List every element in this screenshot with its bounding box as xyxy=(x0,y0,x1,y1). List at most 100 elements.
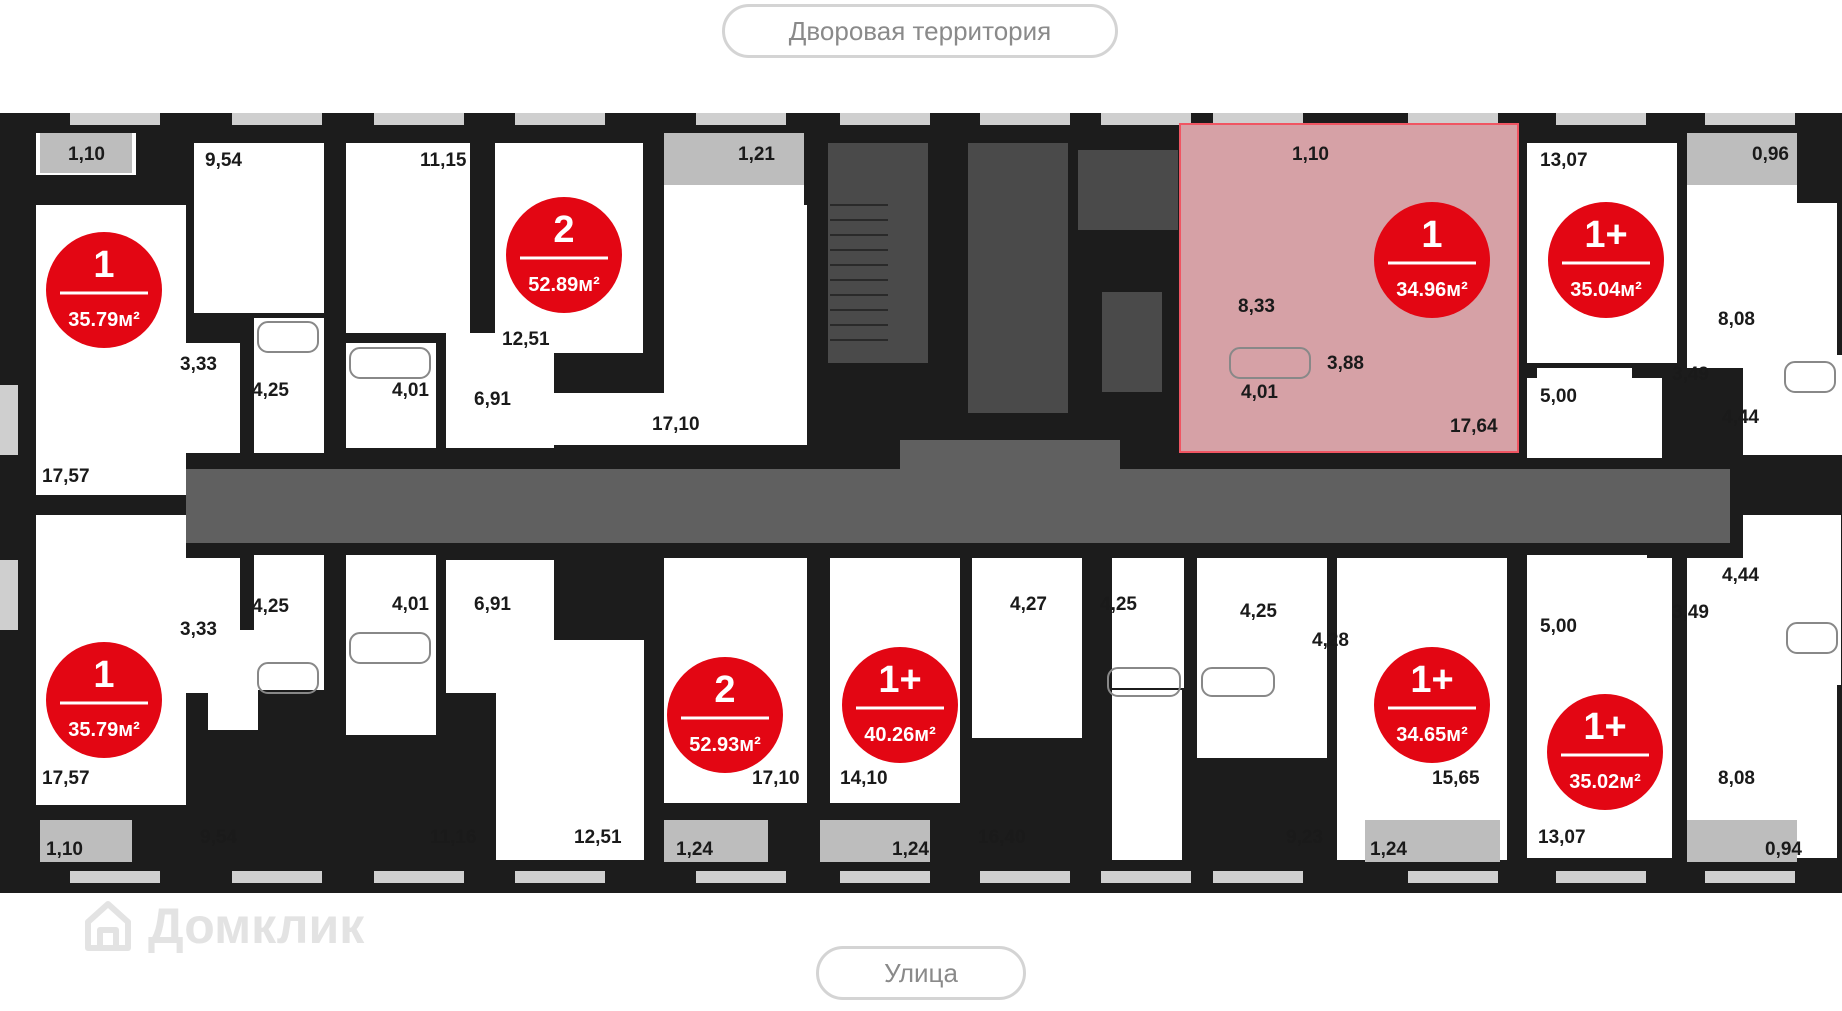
room-area-label: 17,64 xyxy=(1450,416,1498,437)
room-area-label: 4,25 xyxy=(252,380,289,401)
apartment-badge: 2 52.89м² xyxy=(506,197,622,313)
room-area-label: 4,27 xyxy=(1010,594,1047,615)
window-bottom-4 xyxy=(696,871,786,883)
room-area-label: 1,10 xyxy=(1292,144,1329,165)
room-area-label: 1,24 xyxy=(892,839,929,860)
room-area-label: 12,51 xyxy=(502,329,550,350)
bathtub-5 xyxy=(349,632,431,664)
badge-circle xyxy=(506,197,622,313)
room-area-label: 3,88 xyxy=(1327,353,1364,374)
badge-area: 35.79м² xyxy=(68,309,140,331)
room-29 xyxy=(1197,558,1327,758)
room-area-label: 11,16 xyxy=(430,827,477,848)
room-area-label: 4,01 xyxy=(392,380,429,401)
window-top-4 xyxy=(696,113,786,125)
room-area-label: 5,00 xyxy=(1540,616,1577,637)
window-top-3 xyxy=(515,113,605,125)
room-23 xyxy=(496,640,644,860)
room-area-label: 4,01 xyxy=(392,594,429,615)
room-area-label: 3,33 xyxy=(180,619,217,640)
badge-rooms: 1 xyxy=(1421,214,1442,256)
room-area-label: 9,23 xyxy=(1286,827,1323,848)
stairwell xyxy=(828,143,928,363)
corridor-lobby xyxy=(900,440,1120,472)
room-area-label: 4,44 xyxy=(1722,407,1759,428)
balcony-0 xyxy=(40,133,132,173)
badge-circle xyxy=(1547,694,1663,810)
room-8 xyxy=(254,318,324,453)
room-area-label: 13,07 xyxy=(1538,827,1586,848)
badge-circle xyxy=(1374,202,1490,318)
room-area-label: 1,10 xyxy=(46,839,83,860)
room-14 xyxy=(1687,203,1837,368)
badge-area: 52.89м² xyxy=(528,274,600,296)
window-bottom-5 xyxy=(840,871,930,883)
room-area-label: 12,51 xyxy=(574,827,622,848)
apartment-badge: 1 35.79м² xyxy=(46,642,162,758)
bathtub-3 xyxy=(1784,361,1836,393)
room-34 xyxy=(1527,555,1647,645)
window-top-10 xyxy=(1556,113,1646,125)
balcony-4 xyxy=(664,820,768,862)
room-area-label: 5,00 xyxy=(1540,386,1577,407)
corridor xyxy=(186,469,1730,543)
room-area-label: 14,10 xyxy=(840,768,888,789)
room-area-label: 4,25 xyxy=(1100,594,1137,615)
badge-circle xyxy=(842,647,958,763)
bathtub-0 xyxy=(257,321,319,353)
apartment-badge: 1+ 34.65м² xyxy=(1374,647,1490,763)
bathtub-8 xyxy=(1786,622,1838,654)
badge-circle xyxy=(46,642,162,758)
window-top-9 xyxy=(1408,113,1498,125)
window-top-2 xyxy=(374,113,464,125)
watermark-text: Домклик xyxy=(148,898,365,954)
room-11 xyxy=(532,393,807,445)
badge-area: 34.65м² xyxy=(1396,724,1468,746)
bathtub-2 xyxy=(1229,347,1311,379)
room-35 xyxy=(208,630,258,730)
window-bottom-7 xyxy=(1101,871,1191,883)
balcony-2 xyxy=(1687,133,1797,185)
room-1 xyxy=(194,143,324,313)
bathtub-7 xyxy=(1201,667,1275,697)
room-area-label: 9,54 xyxy=(205,150,242,171)
badge-area: 35.79м² xyxy=(68,719,140,741)
badge-rooms: 1 xyxy=(93,244,114,286)
room-area-label: 17,10 xyxy=(752,768,800,789)
balcony-5 xyxy=(820,820,930,862)
badge-rooms: 1+ xyxy=(1584,214,1627,256)
bathtub-4 xyxy=(257,662,319,694)
room-21 xyxy=(346,555,436,735)
badge-circle xyxy=(46,232,162,348)
window-top-8 xyxy=(1213,113,1303,125)
window-side-0 xyxy=(0,385,18,455)
room-33 xyxy=(1743,515,1841,685)
room-area-label: 4,25 xyxy=(252,596,289,617)
elevator-shaft xyxy=(1102,292,1162,392)
apartment-badge: 1 35.79м² xyxy=(46,232,162,348)
room-area-label: 16,40 xyxy=(978,827,1026,848)
room-area-label: 4,25 xyxy=(1240,601,1277,622)
bathtub-6 xyxy=(1107,667,1181,697)
window-bottom-6 xyxy=(980,871,1070,883)
apartment-badge: 134.96м² xyxy=(1374,202,1490,318)
room-area-label: 1,24 xyxy=(676,839,713,860)
badge-rooms: 1 xyxy=(93,654,114,696)
room-36 xyxy=(1200,900,1272,901)
room-16 xyxy=(1527,378,1662,458)
room-area-label: 1,24 xyxy=(1370,839,1407,860)
room-area-label: 3,49 xyxy=(1672,364,1709,385)
house-logo-icon xyxy=(85,901,131,951)
room-17 xyxy=(1743,355,1842,455)
room-area-label: 4,44 xyxy=(1722,565,1759,586)
room-area-label: 17,57 xyxy=(42,466,90,487)
room-area-label: 13,07 xyxy=(1540,150,1588,171)
elevator-hall xyxy=(1078,150,1178,230)
room-area-label: 3,49 xyxy=(1672,602,1709,623)
apartment-badge: 1+35.04м² xyxy=(1548,202,1664,318)
badge-rooms: 2 xyxy=(553,209,574,251)
balcony-1 xyxy=(664,133,804,185)
street-label-text: Улица xyxy=(884,957,958,988)
badge-rooms: 1+ xyxy=(1410,659,1453,701)
